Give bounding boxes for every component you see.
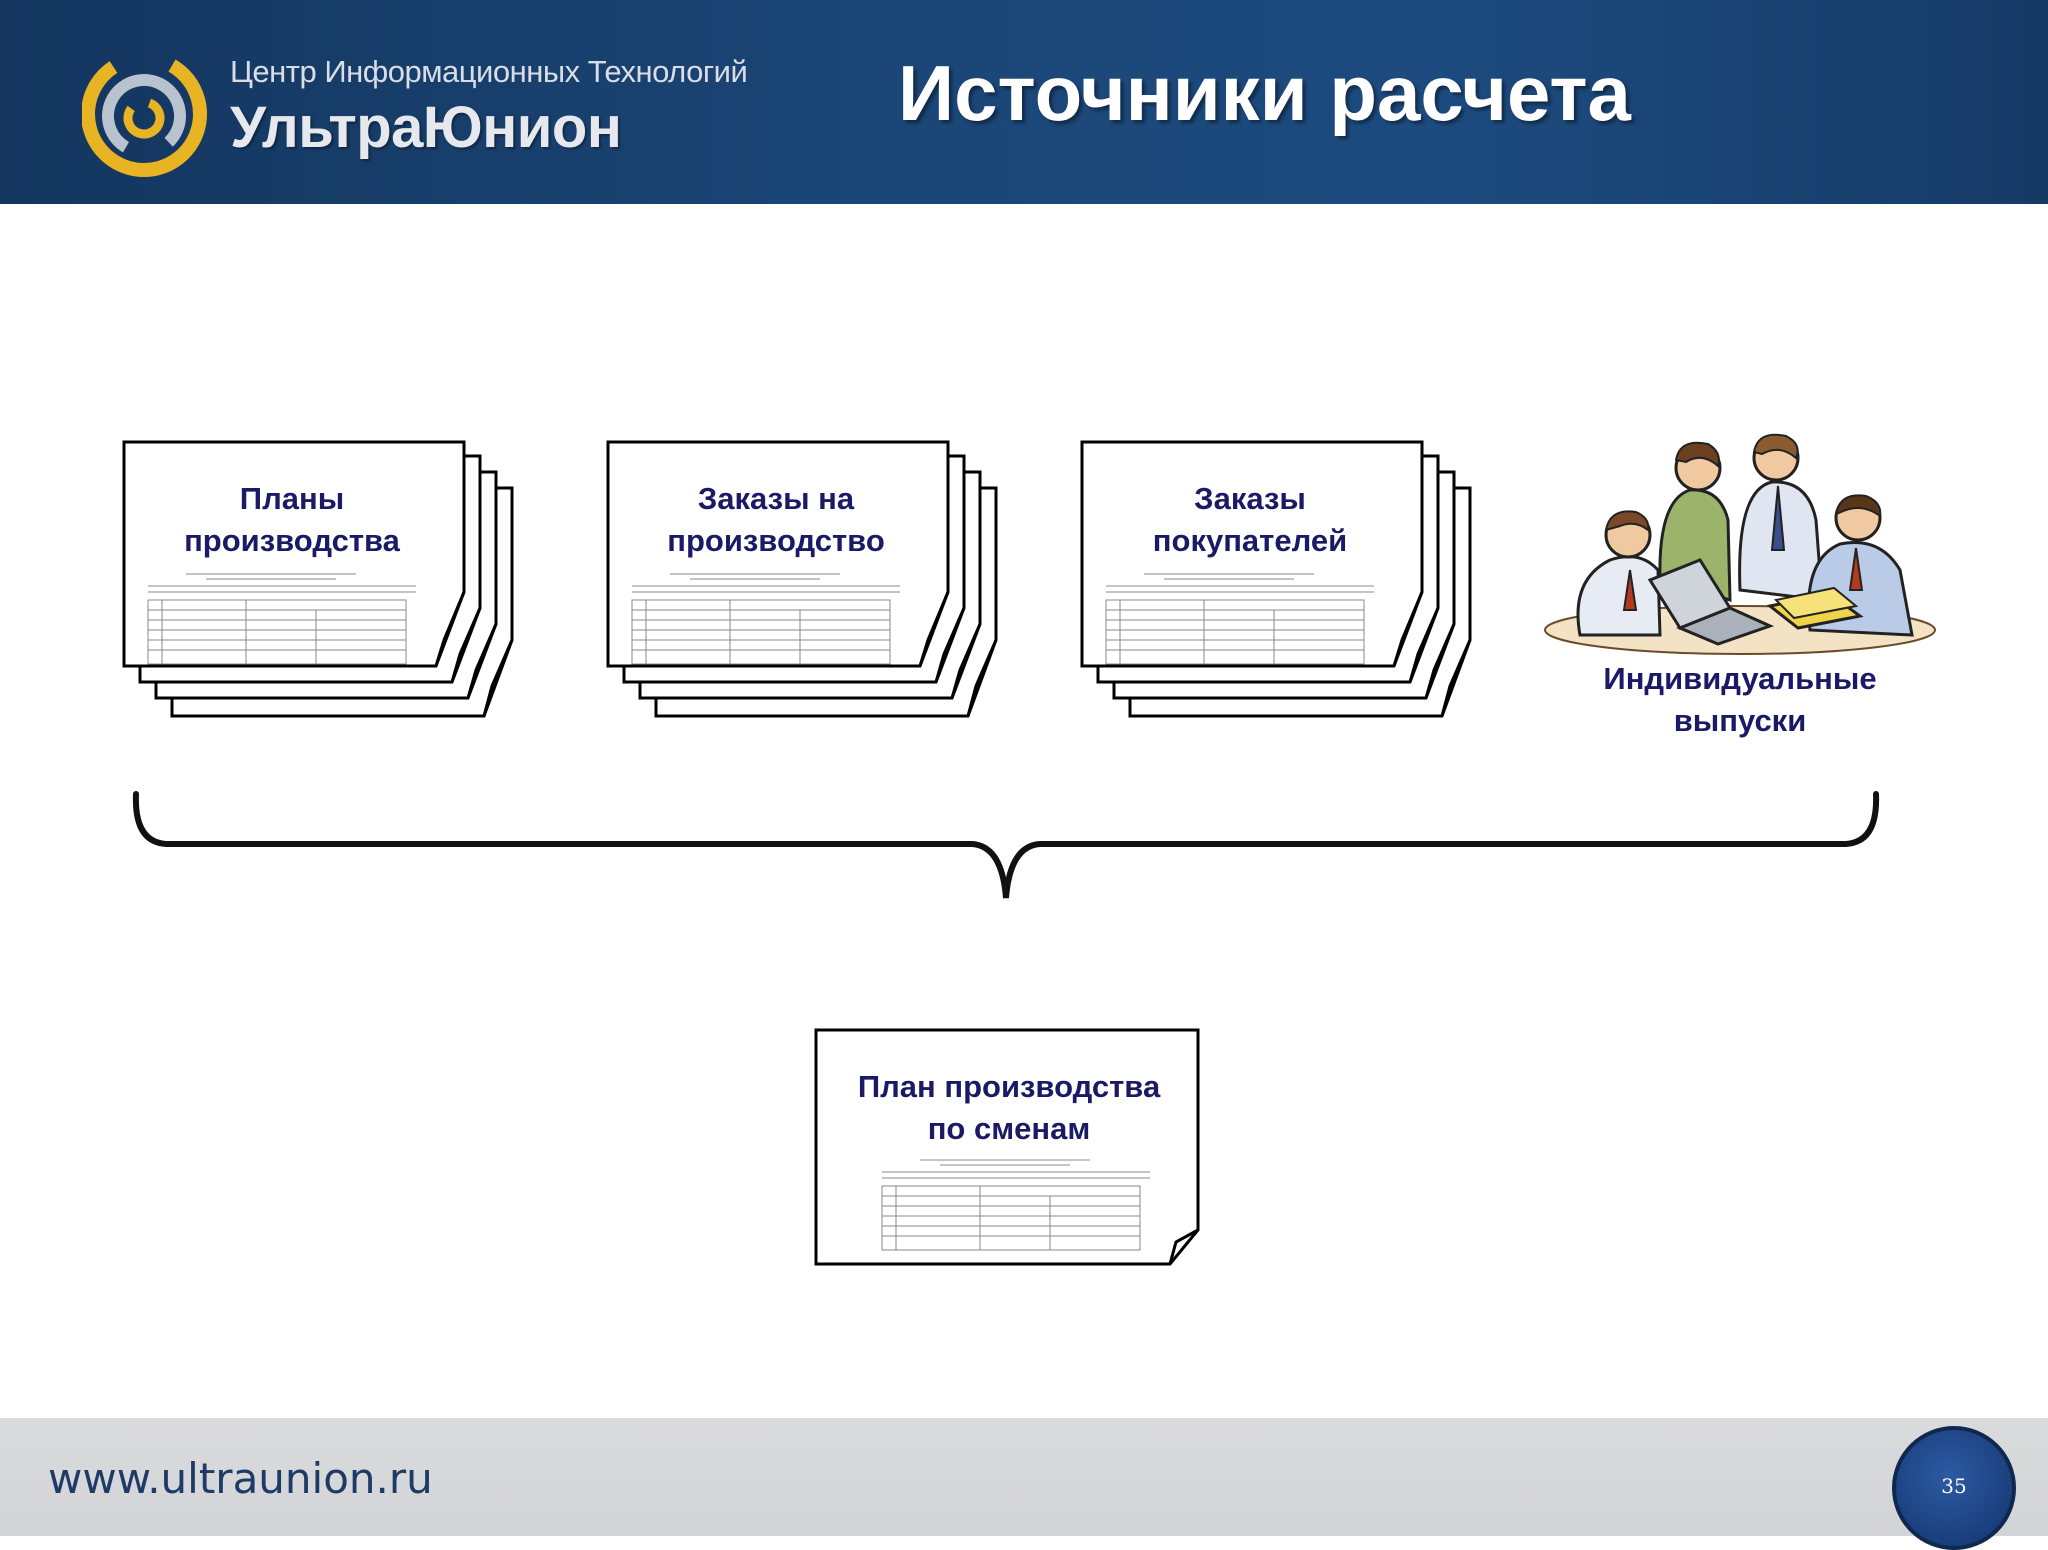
doc-stack-production-plans: Планы производства — [122, 440, 522, 720]
header-band: Центр Информационных Технологий УльтраЮн… — [0, 0, 2048, 204]
doc-title-line1: План производства — [857, 1069, 1161, 1104]
doc-title: Планы производства — [122, 478, 462, 562]
grouping-brace — [132, 791, 1880, 899]
doc-title: Заказы на производство — [606, 478, 946, 562]
report-thumbnail-icon — [147, 573, 416, 665]
footer-bar: www.ultraunion.ru — [0, 1418, 2048, 1536]
doc-title-line2: покупателей — [1152, 523, 1348, 558]
team-at-laptop-illustration — [1544, 433, 1936, 655]
doc-stack-production-orders: Заказы на производство — [606, 440, 1006, 720]
doc-stack-customer-orders: Заказы покупателей — [1080, 440, 1480, 720]
report-thumbnail-icon — [631, 573, 900, 665]
doc-title-line2: по сменам — [927, 1111, 1091, 1146]
doc-title-line1: Заказы — [1194, 481, 1306, 516]
doc-shift-production-plan: План производства по сменам — [814, 1028, 1214, 1268]
slide-title: Источники расчета — [898, 49, 1631, 137]
report-thumbnail-icon — [881, 1159, 1150, 1251]
page-number-badge: 35 — [1892, 1426, 2016, 1550]
report-thumbnail-icon — [1105, 573, 1374, 665]
caption-line1: Индивидуальные — [1603, 661, 1877, 696]
brand-subtitle: Центр Информационных Технологий — [230, 54, 748, 89]
brand-name: УльтраЮнион — [230, 95, 622, 160]
doc-title-line2: производства — [184, 523, 400, 558]
doc-title: План производства по сменам — [814, 1066, 1204, 1150]
logo-swirl-icon — [82, 50, 207, 177]
individual-releases-caption: Индивидуальные выпуски — [1540, 658, 1940, 742]
company-logo: Центр Информационных Технологий УльтраЮн… — [82, 48, 748, 178]
website-link[interactable]: www.ultraunion.ru — [48, 1454, 433, 1503]
doc-title: Заказы покупателей — [1080, 478, 1420, 562]
doc-title-line1: Заказы на — [697, 481, 855, 516]
page-number: 35 — [1941, 1474, 1967, 1498]
caption-line2: выпуски — [1673, 703, 1807, 738]
doc-title-line1: Планы — [239, 481, 345, 516]
doc-title-line2: производство — [667, 523, 885, 558]
